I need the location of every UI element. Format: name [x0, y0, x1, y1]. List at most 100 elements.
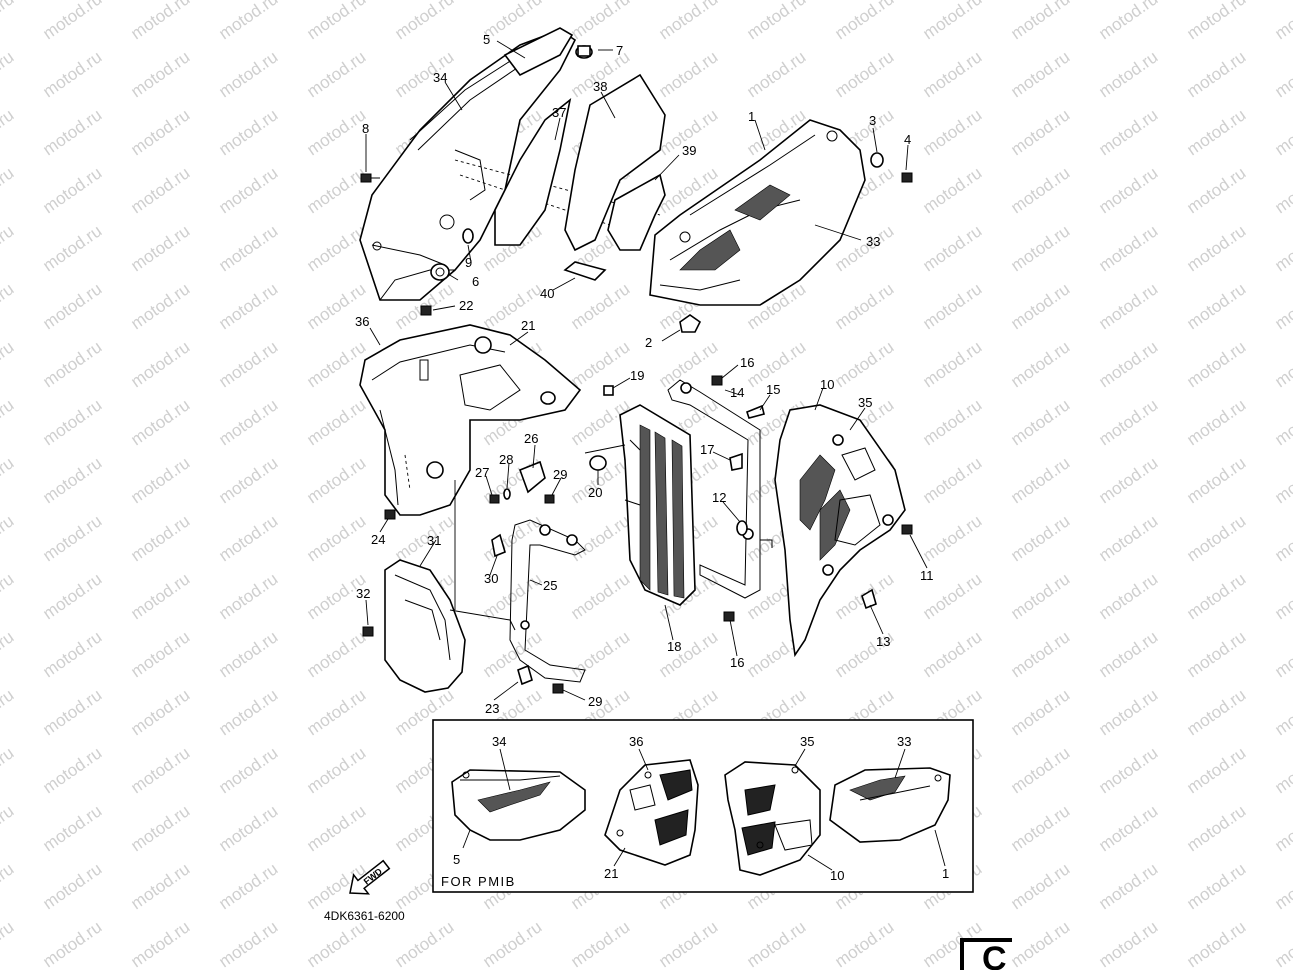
watermark-text: motod.ru	[39, 801, 105, 855]
watermark-text: motod.ru	[919, 511, 985, 565]
watermark-text: motod.ru	[1271, 743, 1293, 797]
label-3: 3	[869, 113, 876, 128]
grommet-7-part	[575, 45, 593, 59]
watermark-text: motod.ru	[0, 337, 17, 391]
watermark-text: motod.ru	[1007, 163, 1073, 217]
radiator-frame-part	[667, 379, 773, 599]
label-8: 8	[362, 121, 369, 136]
watermark-text: motod.ru	[1007, 859, 1073, 913]
watermark-text: motod.ru	[215, 105, 281, 159]
watermark-text: motod.ru	[1095, 743, 1161, 797]
inset-caption: FOR PMIB	[441, 874, 516, 889]
watermark-text: motod.ru	[831, 279, 897, 333]
watermark-text: motod.ru	[215, 743, 281, 797]
inset-radiator-cover-left	[604, 759, 699, 866]
watermark-text: motod.ru	[567, 917, 633, 970]
watermark-text: motod.ru	[567, 279, 633, 333]
inset-side-cover-right	[829, 767, 951, 843]
watermark-text: motod.ru	[1095, 453, 1161, 507]
watermark-text: motod.ru	[215, 685, 281, 739]
radiator-cover-right-part	[774, 404, 906, 658]
watermark-text: motod.ru	[919, 0, 985, 43]
watermark-text: motod.ru	[39, 743, 105, 797]
watermark-text: motod.ru	[39, 917, 105, 970]
watermark-text: motod.ru	[1271, 453, 1293, 507]
grommet-20-part	[584, 444, 626, 471]
watermark-text: motod.ru	[215, 801, 281, 855]
label-38: 38	[593, 79, 607, 94]
label-2: 2	[645, 335, 652, 350]
watermark-text: motod.ru	[127, 395, 193, 449]
label-12: 12	[712, 490, 726, 505]
watermark-text: motod.ru	[39, 859, 105, 913]
bolt-16-top-part	[711, 375, 723, 386]
watermark-text: motod.ru	[39, 221, 105, 275]
watermark-text: motod.ru	[0, 743, 17, 797]
label-40: 40	[540, 286, 554, 301]
label-7: 7	[616, 43, 623, 58]
watermark-text: motod.ru	[391, 511, 457, 565]
watermark-text: motod.ru	[1095, 511, 1161, 565]
bolt-4-part	[901, 172, 913, 183]
watermark-text: motod.ru	[1095, 279, 1161, 333]
watermark-text: motod.ru	[743, 917, 809, 970]
label-1: 1	[748, 109, 755, 124]
watermark-text: motod.ru	[0, 917, 17, 970]
watermark-text: motod.ru	[127, 453, 193, 507]
watermark-text: motod.ru	[127, 47, 193, 101]
watermark-text: motod.ru	[39, 0, 105, 43]
watermark-text: motod.ru	[1095, 47, 1161, 101]
watermark-text: motod.ru	[127, 163, 193, 217]
watermark-text: motod.ru	[1271, 917, 1293, 970]
bolt-32-part	[362, 626, 374, 637]
watermark-text: motod.ru	[919, 453, 985, 507]
watermark-text: motod.ru	[919, 395, 985, 449]
watermark-text: motod.ru	[215, 279, 281, 333]
label-9: 9	[465, 255, 472, 270]
watermark-text: motod.ru	[567, 569, 633, 623]
watermark-text: motod.ru	[479, 917, 545, 970]
pad-37-part	[494, 98, 572, 246]
watermark-text: motod.ru	[919, 47, 985, 101]
watermark-text: motod.ru	[391, 0, 457, 43]
watermark-text: motod.ru	[1271, 0, 1293, 43]
watermark-text: motod.ru	[1271, 685, 1293, 739]
label-33: 33	[866, 234, 880, 249]
watermark-text: motod.ru	[1183, 453, 1249, 507]
inset-label-1: 1	[942, 866, 949, 881]
label-25: 25	[543, 578, 557, 593]
label-29a: 29	[553, 467, 567, 482]
washer-28-part	[503, 488, 511, 500]
watermark-text: motod.ru	[0, 627, 17, 681]
watermark-text: motod.ru	[1007, 453, 1073, 507]
watermark-text: motod.ru	[1007, 337, 1073, 391]
watermark-text: motod.ru	[1183, 917, 1249, 970]
watermark-text: motod.ru	[303, 395, 369, 449]
watermark-text: motod.ru	[1183, 105, 1249, 159]
watermark-text: motod.ru	[1007, 569, 1073, 623]
watermark-text: motod.ru	[1183, 511, 1249, 565]
watermark-text: motod.ru	[215, 453, 281, 507]
inset-radiator-cover-right	[724, 761, 821, 876]
watermark-text: motod.ru	[215, 569, 281, 623]
watermark-text: motod.ru	[303, 685, 369, 739]
watermark-text: motod.ru	[215, 0, 281, 43]
watermark-text: motod.ru	[919, 337, 985, 391]
watermark-text: motod.ru	[0, 163, 17, 217]
watermark-text: motod.ru	[215, 627, 281, 681]
watermark-text: motod.ru	[1007, 685, 1073, 739]
watermark-text: motod.ru	[127, 627, 193, 681]
watermark-text: motod.ru	[215, 859, 281, 913]
watermark-text: motod.ru	[1095, 801, 1161, 855]
watermark-text: motod.ru	[1271, 801, 1293, 855]
watermark-text: motod.ru	[1183, 569, 1249, 623]
watermark-text: motod.ru	[127, 105, 193, 159]
diagram-code: 4DK6361-6200	[324, 909, 405, 923]
watermark-text: motod.ru	[39, 395, 105, 449]
bolt-24-part	[384, 509, 396, 520]
watermark-text: motod.ru	[1183, 743, 1249, 797]
label-6: 6	[472, 274, 479, 289]
watermark-text: motod.ru	[127, 743, 193, 797]
watermark-text: motod.ru	[1271, 337, 1293, 391]
watermark-text: motod.ru	[743, 47, 809, 101]
